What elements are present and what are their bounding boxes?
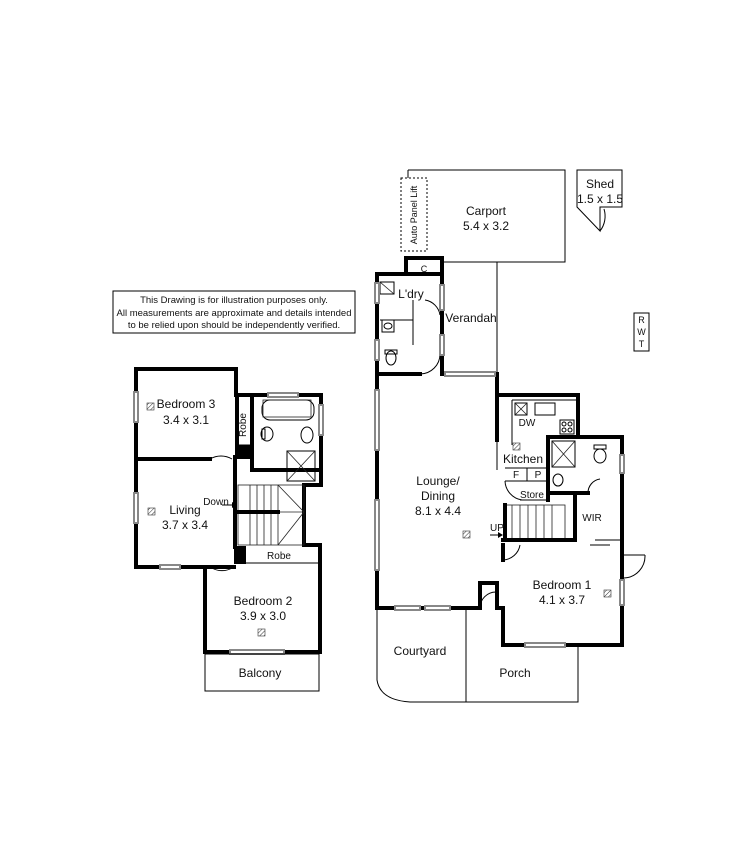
- courtyard-label: Courtyard: [394, 644, 447, 658]
- p-label: P: [535, 470, 542, 481]
- upper-outer-wall: [134, 367, 323, 654]
- robe-horizontal-label: Robe: [267, 551, 291, 562]
- robe-vertical-label: Robe: [238, 413, 249, 437]
- disclaimer-box: This Drawing is for illustration purpose…: [112, 290, 356, 334]
- rwt-t: T: [639, 339, 645, 349]
- balcony-label: Balcony: [239, 666, 282, 680]
- carport-name: Carport: [466, 204, 507, 218]
- ground-floor-plan: [374, 169, 646, 703]
- carport-outline: [408, 169, 566, 263]
- upper-floor-plan: [133, 367, 324, 692]
- bedroom2-size: 3.9 x 3.0: [240, 609, 286, 623]
- shed-size: 1.5 x 1.5: [577, 192, 623, 206]
- disclaimer-line-2: All measurements are approximate and det…: [117, 308, 352, 319]
- porch-label: Porch: [499, 666, 530, 680]
- rwt-w: W: [637, 327, 646, 337]
- disclaimer-line-3: to be relied upon should be independentl…: [128, 320, 340, 331]
- shed-name: Shed: [586, 177, 614, 191]
- verandah-label: Verandah: [445, 311, 496, 325]
- carport-size: 5.4 x 3.2: [463, 219, 509, 233]
- down-label: Down: [203, 497, 229, 508]
- lounge-line2: Dining: [421, 489, 455, 503]
- lounge-size: 8.1 x 4.4: [415, 504, 461, 518]
- bedroom1-name: Bedroom 1: [533, 578, 592, 592]
- bedroom2-name: Bedroom 2: [234, 594, 293, 608]
- shed-outline: [576, 169, 623, 233]
- courtyard-outline: [376, 608, 467, 703]
- store-label: Store: [520, 490, 544, 501]
- up-label: UP: [490, 523, 504, 534]
- wir-label: WIR: [582, 513, 601, 524]
- ground-outer-wall: [375, 372, 624, 647]
- laundry-label: L'dry: [398, 287, 424, 301]
- bedroom1-size: 4.1 x 3.7: [539, 593, 585, 607]
- c-label: C: [421, 264, 428, 274]
- bedroom3-name: Bedroom 3: [157, 397, 216, 411]
- f-label: F: [513, 470, 519, 481]
- living-name: Living: [169, 503, 200, 517]
- rainwater-tank: R W T: [633, 312, 650, 352]
- kitchen-label: Kitchen: [503, 452, 543, 466]
- living-size: 3.7 x 3.4: [162, 518, 208, 532]
- lounge-line1: Lounge/: [416, 474, 460, 488]
- dw-label: DW: [519, 418, 536, 429]
- disclaimer-line-1: This Drawing is for illustration purpose…: [140, 295, 328, 306]
- bedroom3-size: 3.4 x 3.1: [163, 413, 209, 427]
- balcony-outline: [204, 653, 320, 692]
- rwt-r: R: [638, 315, 645, 325]
- auto-panel-lift: [400, 177, 428, 252]
- auto-panel-lift-label: Auto Panel Lift: [409, 185, 419, 244]
- porch-outline: [466, 645, 579, 703]
